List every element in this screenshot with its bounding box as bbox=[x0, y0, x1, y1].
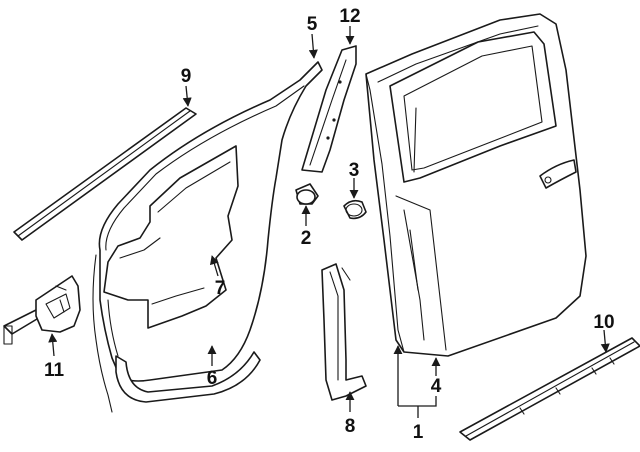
grommet-cap bbox=[343, 199, 367, 220]
callout-9: 9 bbox=[181, 66, 192, 87]
belt-molding-strip bbox=[13, 107, 197, 241]
callout-2: 2 bbox=[301, 228, 312, 249]
leader-lines bbox=[48, 26, 610, 418]
callout-12: 12 bbox=[339, 6, 360, 27]
inner-panel-shield bbox=[103, 145, 239, 329]
callout-labels: 1 2 3 4 5 6 7 8 9 10 11 12 bbox=[44, 6, 615, 443]
rear-door-shell bbox=[365, 13, 587, 357]
callout-7: 7 bbox=[215, 278, 226, 299]
callout-4: 4 bbox=[431, 376, 442, 397]
callout-3: 3 bbox=[349, 160, 360, 181]
lower-door-molding bbox=[459, 337, 640, 441]
lower-guide-bracket bbox=[321, 263, 367, 401]
door-hinge-latch bbox=[3, 275, 81, 345]
lower-weatherstrip bbox=[115, 351, 261, 403]
b-pillar-trim bbox=[301, 45, 357, 173]
callout-10: 10 bbox=[593, 312, 614, 333]
callout-1: 1 bbox=[413, 422, 424, 443]
callout-8: 8 bbox=[345, 416, 356, 437]
door-bumper-plug bbox=[295, 183, 319, 205]
callout-6: 6 bbox=[207, 368, 218, 389]
callout-5: 5 bbox=[307, 14, 318, 35]
callout-11: 11 bbox=[44, 360, 65, 381]
